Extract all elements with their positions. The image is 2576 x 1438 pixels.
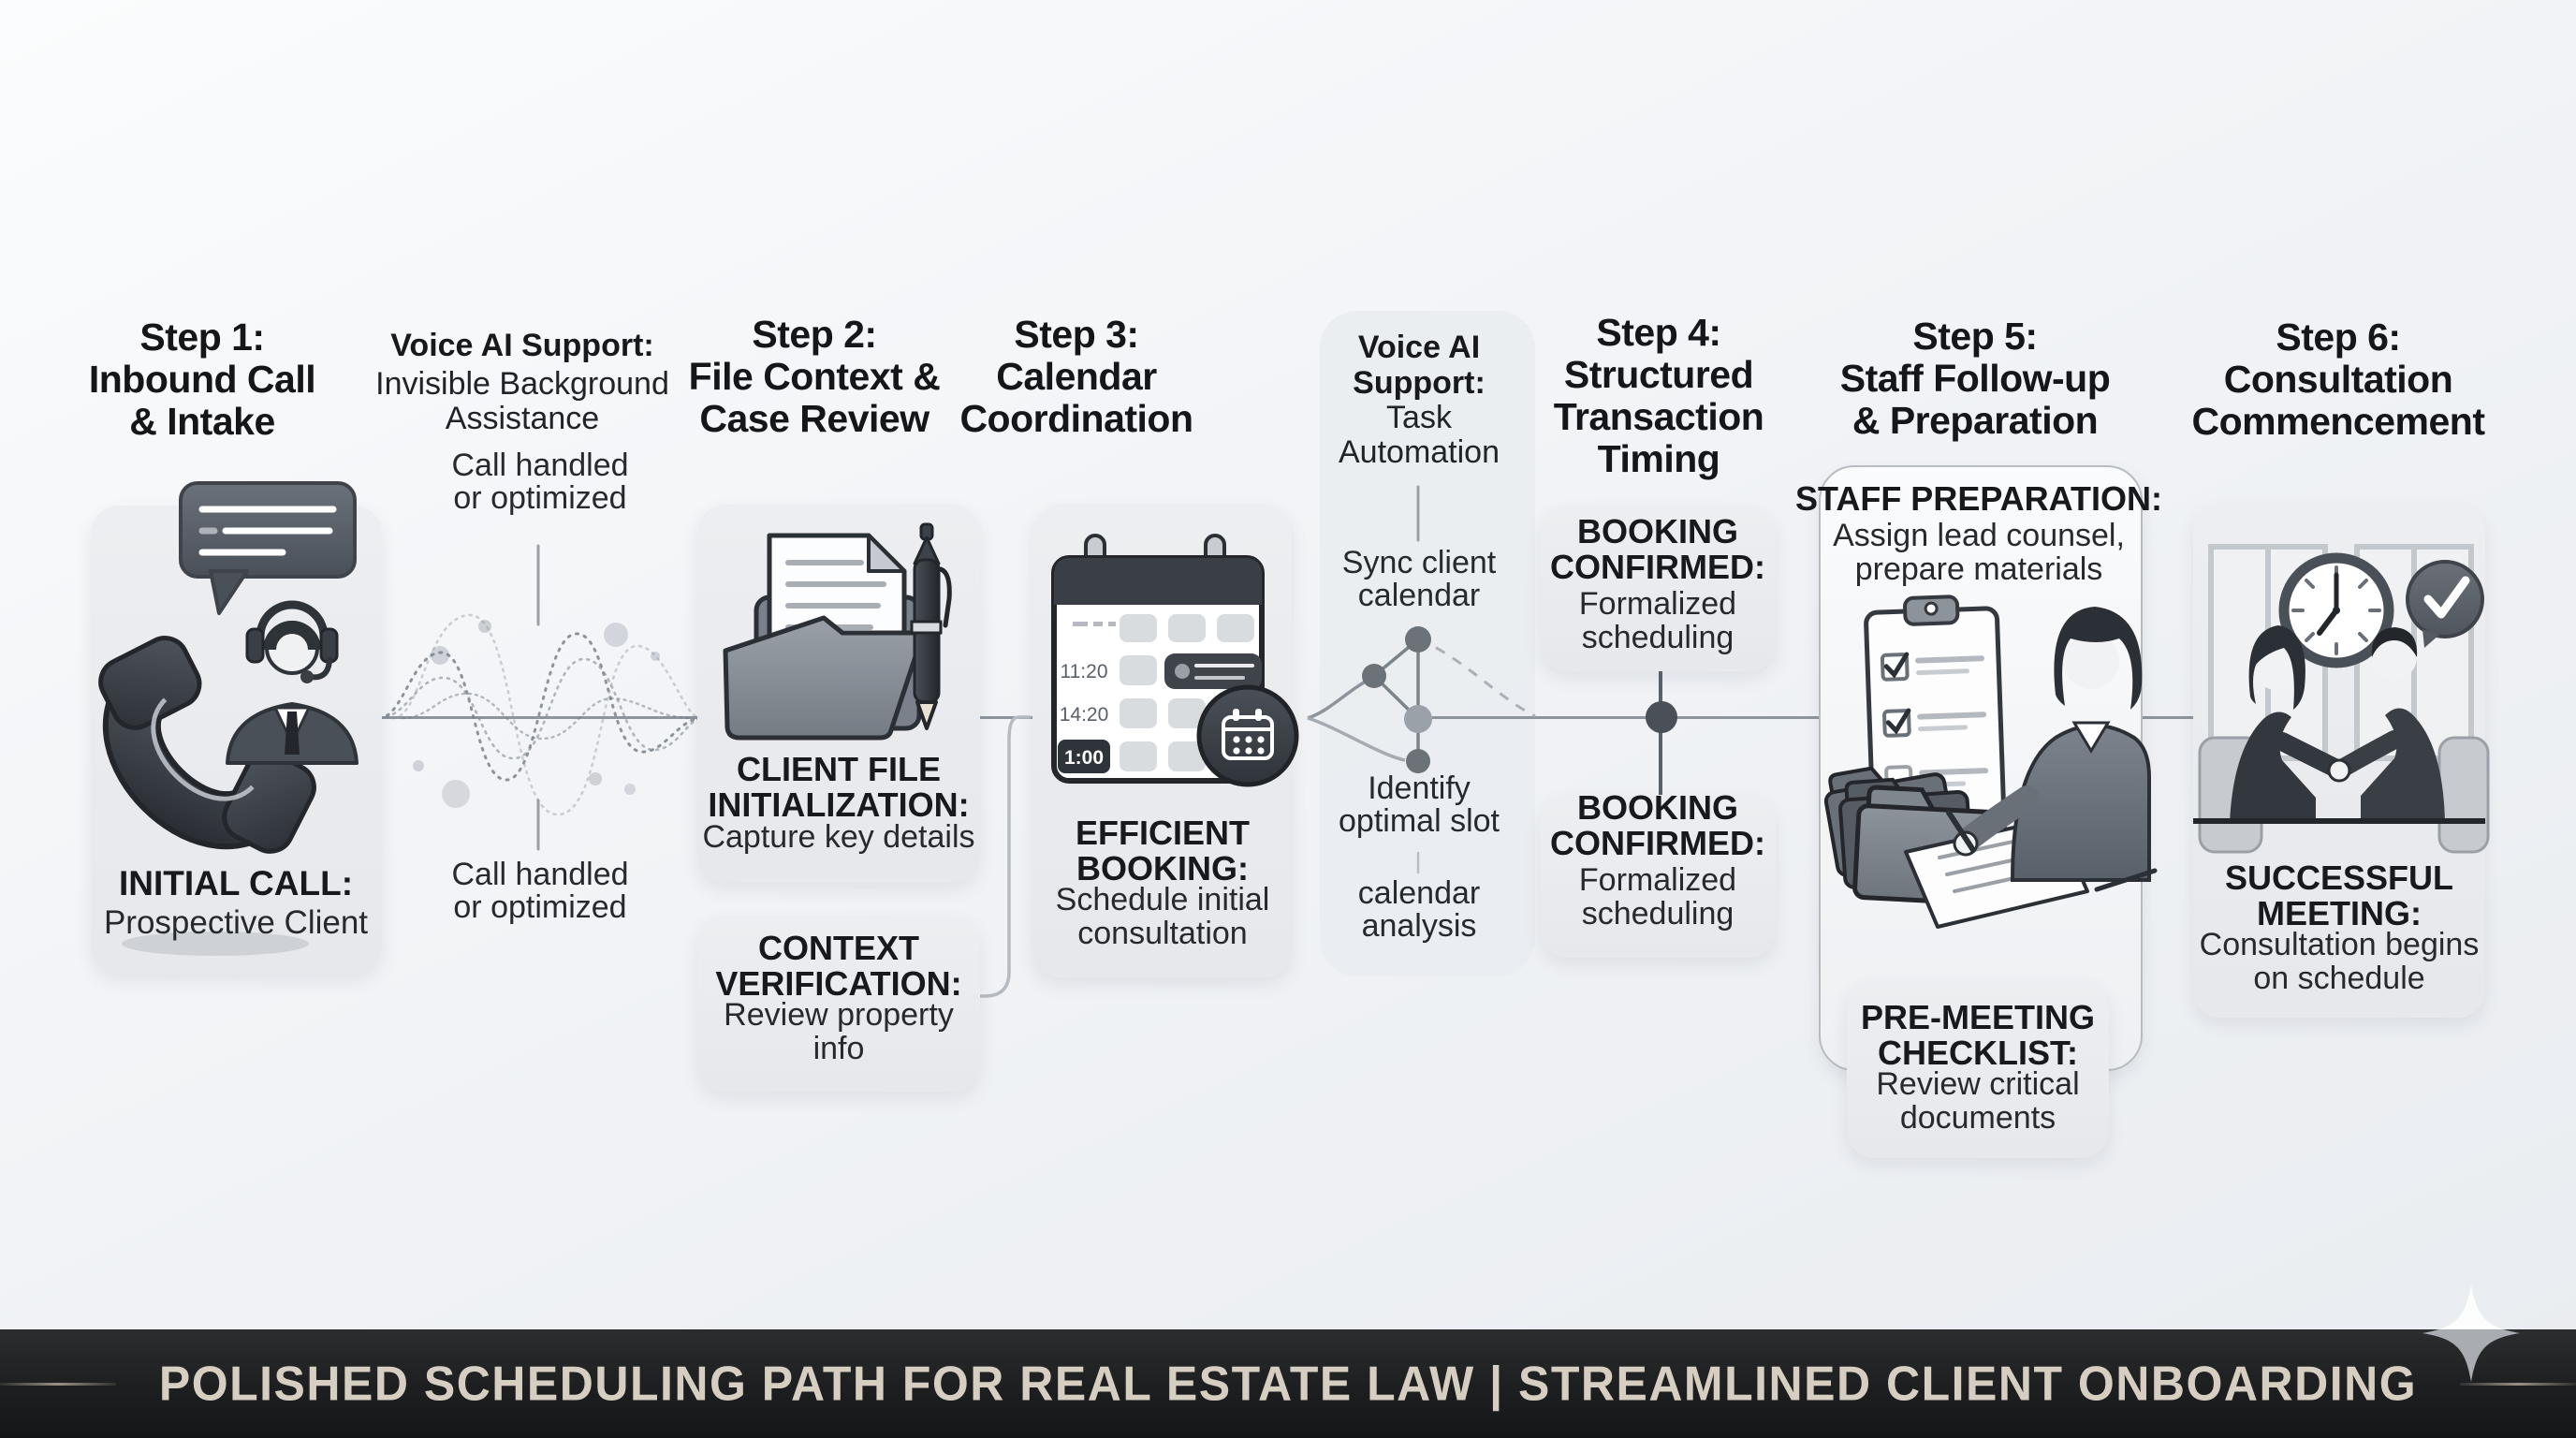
step1-illustration bbox=[98, 481, 359, 956]
step4-card1-text: Formalized scheduling bbox=[1578, 586, 1737, 655]
step5-card2-text: Review critical documents bbox=[1876, 1066, 2080, 1136]
step1-card-title: INITIAL CALL: bbox=[118, 864, 354, 902]
divider-ticks bbox=[536, 485, 1420, 874]
handshake-hands bbox=[2327, 758, 2351, 783]
step6-illustration bbox=[2193, 544, 2490, 854]
step2-card2-title: CONTEXT VERIFICATION: bbox=[715, 929, 962, 1003]
writing-person-icon bbox=[1904, 607, 2158, 929]
step5-card-text: Assign lead counsel, prepare materials bbox=[1833, 518, 2125, 587]
phone-shadow bbox=[122, 932, 309, 956]
chair-right bbox=[2437, 736, 2490, 854]
step6-title: Step 6: Consultation Commencement bbox=[2191, 315, 2485, 443]
step3-card-text: Schedule initial consultation bbox=[1055, 882, 1270, 951]
speech-bubble-icon bbox=[179, 481, 357, 615]
pen bbox=[1946, 810, 1976, 853]
calendar-badge-icon bbox=[1196, 684, 1299, 787]
banner-left-dash bbox=[0, 1382, 116, 1386]
face bbox=[2063, 633, 2119, 689]
step4-card1-title: BOOKING CONFIRMED: bbox=[1550, 512, 1765, 586]
voice1-title: Voice AI Support: bbox=[390, 328, 654, 363]
voice2-note3: calendar analysis bbox=[1357, 875, 1481, 944]
bokeh-dots bbox=[413, 620, 660, 808]
step6-card-text: Consultation begins on schedule bbox=[2199, 927, 2480, 996]
voice1-note-bottom: Call handled or optimized bbox=[451, 857, 629, 925]
step5-card2 bbox=[1847, 980, 2109, 1158]
step3-card-title: EFFICIENT BOOKING: bbox=[1076, 814, 1250, 888]
calendar-event-pill bbox=[1164, 653, 1262, 689]
step6-card-title: SUCCESSFUL MEETING: bbox=[2224, 858, 2454, 932]
support-agent-icon bbox=[226, 600, 359, 765]
hair bbox=[2054, 607, 2143, 710]
step5-illustration bbox=[1823, 594, 2158, 929]
desk-edge bbox=[2094, 868, 2158, 892]
timeline-node-icon bbox=[1646, 671, 1677, 795]
right-person-body bbox=[2361, 708, 2445, 822]
voice2-note1: Sync client calendar bbox=[1341, 545, 1497, 613]
step1-card-text: Prospective Client bbox=[103, 904, 369, 941]
collar bbox=[2071, 721, 2111, 754]
step2-illustration bbox=[723, 522, 952, 741]
main-flow-line bbox=[382, 716, 2193, 719]
voice-waveform-icon bbox=[377, 613, 704, 816]
calendar-time-1: 11:20 bbox=[1061, 661, 1108, 682]
checkmark-bubble-icon bbox=[2406, 560, 2484, 648]
voice2-note2: Identify optimal slot bbox=[1339, 770, 1500, 839]
phone-handset-icon bbox=[98, 636, 316, 854]
right-person-face bbox=[2372, 635, 2417, 680]
step2-card2-text: Review property info bbox=[724, 997, 954, 1066]
step3-illustration: 11:20 14:20 1:00 bbox=[1051, 534, 1299, 787]
step5-card-title: STAFF PREPARATION: bbox=[1795, 479, 2162, 518]
calendar-time-2: 14:20 bbox=[1060, 704, 1109, 726]
step5-card2-title: PRE-MEETING CHECKLIST: bbox=[1860, 998, 2095, 1072]
left-person-hair bbox=[2248, 625, 2305, 710]
pen-icon bbox=[910, 522, 952, 730]
step2-card1-title: CLIENT FILE INITIALIZATION: bbox=[708, 750, 970, 824]
step2-card2 bbox=[697, 916, 980, 1092]
right-person-hair bbox=[2371, 627, 2418, 657]
elbow-connector bbox=[978, 715, 1032, 998]
step4-card2 bbox=[1540, 796, 1776, 958]
wall-clock-icon bbox=[2278, 552, 2394, 668]
step3-title: Step 3: Calendar Coordination bbox=[959, 313, 1193, 440]
calendar-icon: 11:20 14:20 1:00 bbox=[1051, 534, 1265, 784]
banner-title: POLISHED SCHEDULING PATH FOR REAL ESTATE… bbox=[158, 1356, 2418, 1412]
step4-card2-title: BOOKING CONFIRMED: bbox=[1550, 788, 1765, 862]
step5-title: Step 5: Staff Follow-up & Preparation bbox=[1839, 315, 2111, 442]
voice2-title: Voice AI Support: bbox=[1353, 330, 1486, 401]
step1-title: Step 1: Inbound Call & Intake bbox=[88, 315, 316, 443]
step2-card1-text: Capture key details bbox=[702, 819, 975, 855]
calendar-time-3: 1:00 bbox=[1064, 747, 1104, 769]
step2-title: Step 2: File Context & Case Review bbox=[688, 313, 941, 440]
step4-card2-text: Formalized scheduling bbox=[1578, 862, 1737, 932]
handshake-meeting-icon bbox=[2193, 625, 2490, 854]
step4-title: Step 4: Structured Transaction Timing bbox=[1553, 311, 1764, 480]
step4-card1 bbox=[1540, 506, 1776, 671]
sparkle-icon bbox=[2422, 1284, 2520, 1382]
title-banner: POLISHED SCHEDULING PATH FOR REAL ESTATE… bbox=[0, 1329, 2576, 1438]
left-person-body bbox=[2230, 712, 2316, 822]
voice1-subtitle: Invisible Background Assistance bbox=[375, 366, 669, 436]
decision-nodes-icon bbox=[1307, 626, 1536, 773]
floor-line bbox=[2193, 818, 2485, 824]
voice1-note-top: Call handled or optimized bbox=[451, 448, 629, 516]
banner-right-dash bbox=[2460, 1382, 2576, 1386]
voice2-subtitle: Task Automation bbox=[1339, 400, 1500, 470]
